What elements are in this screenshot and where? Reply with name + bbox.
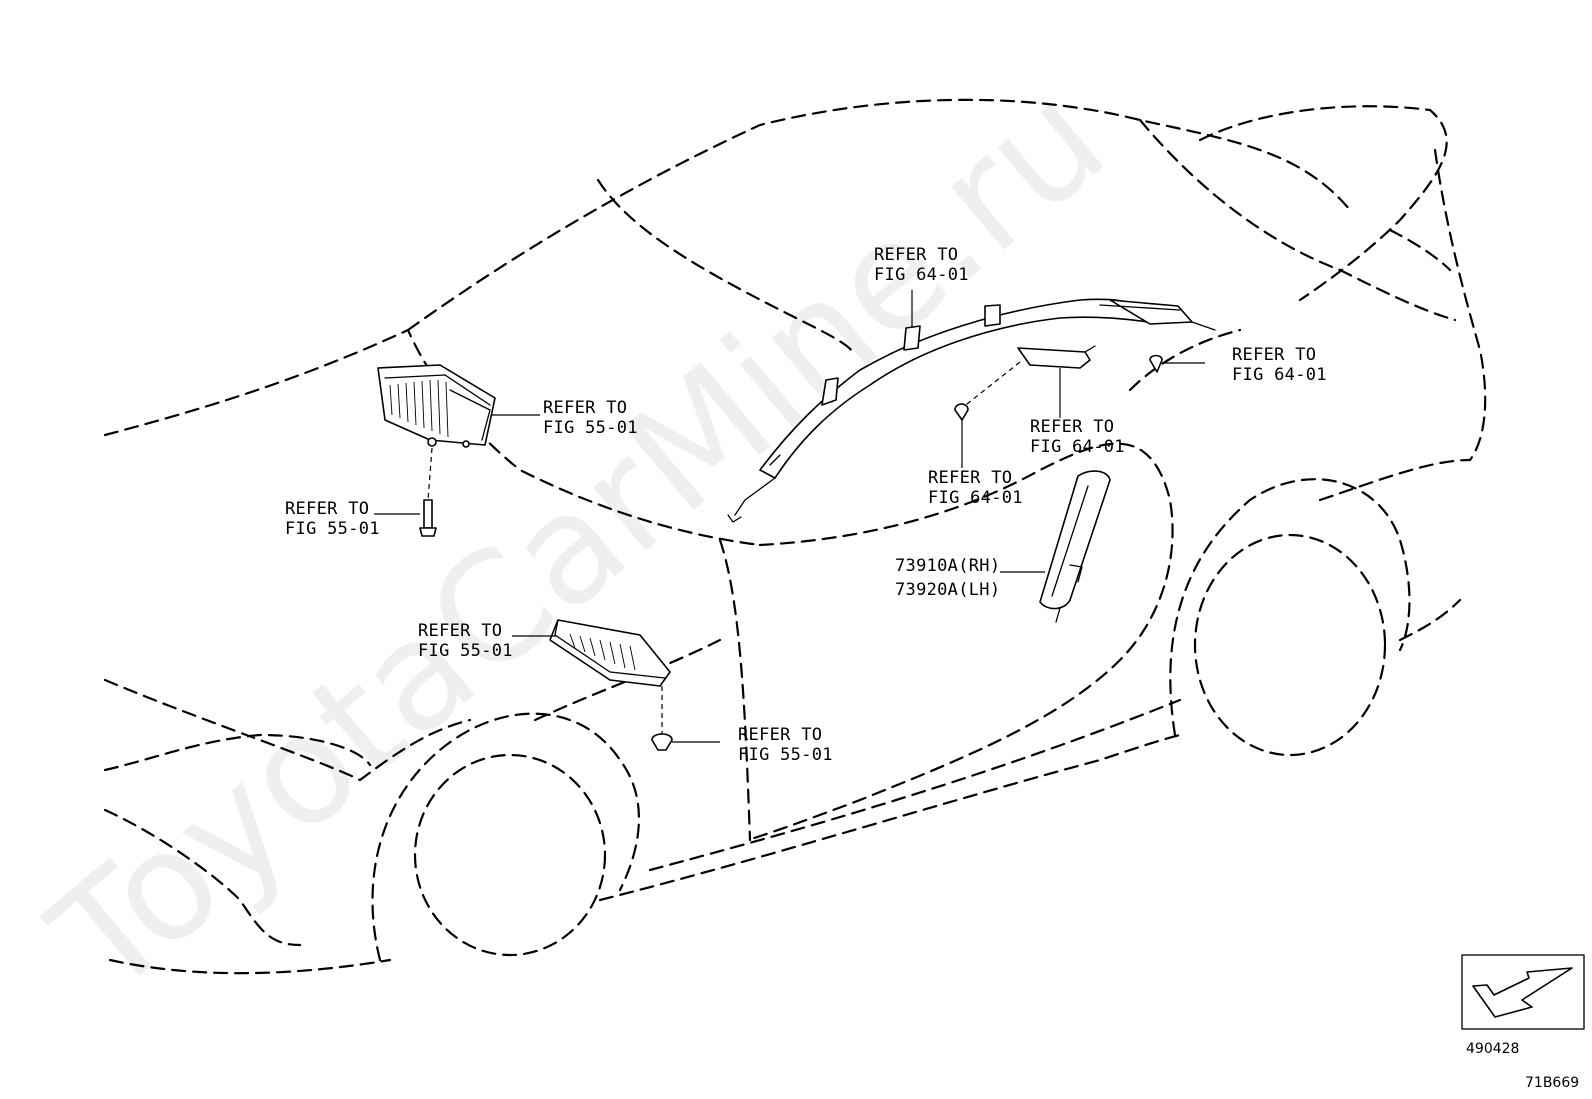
callout-line1: REFER TO	[1030, 417, 1114, 437]
callout-roof-bracket: REFER TO FIG 64-01	[1030, 417, 1125, 457]
callout-line2: FIG 64-01	[1232, 365, 1327, 385]
callout-line1: REFER TO	[928, 468, 1012, 488]
instrument-panel-airbag	[377, 364, 540, 501]
callout-airbag-bolt: REFER TO FIG 55-01	[285, 499, 380, 539]
watermark-text: ToyotaCarMine.ru	[21, 52, 1137, 1028]
car-body-outline	[103, 98, 1487, 975]
callout-line2: FIG 64-01	[874, 265, 969, 285]
part-number-rh: 73910A(RH)	[895, 556, 1000, 576]
callout-line1: REFER TO	[418, 621, 502, 641]
callout-knee-airbag: REFER TO FIG 55-01	[418, 621, 513, 661]
airbag-bolt	[374, 499, 437, 537]
front-arrow-icon	[1472, 967, 1573, 1018]
callout-passenger-airbag: REFER TO FIG 55-01	[543, 398, 638, 438]
knee-airbag-clip	[651, 733, 720, 751]
callout-line1: REFER TO	[874, 245, 958, 265]
callout-line1: REFER TO	[1232, 345, 1316, 365]
callout-line1: REFER TO	[738, 725, 822, 745]
callout-knee-airbag-clip: REFER TO FIG 55-01	[738, 725, 833, 765]
front-direction-indicator: 490428	[1461, 954, 1585, 1057]
callout-bracket-clip: REFER TO FIG 64-01	[928, 468, 1023, 508]
callout-line2: FIG 55-01	[418, 641, 513, 661]
callout-line2: FIG 55-01	[738, 745, 833, 765]
callout-line1: REFER TO	[543, 398, 627, 418]
part-number-lh: 73920A(LH)	[895, 580, 1000, 600]
callout-line1: REFER TO	[285, 499, 369, 519]
callout-line2: FIG 55-01	[285, 519, 380, 539]
callout-line2: FIG 64-01	[1030, 437, 1125, 457]
part-number-label: 73910A(RH) 73920A(LH)	[895, 556, 1000, 600]
callout-rear-clip: REFER TO FIG 64-01	[1232, 345, 1327, 385]
seat-side-airbag	[1000, 470, 1111, 623]
front-indicator-code: 490428	[1466, 1041, 1519, 1057]
knee-airbag	[512, 619, 671, 735]
callout-curtain-airbag: REFER TO FIG 64-01	[874, 245, 969, 285]
callout-line2: FIG 64-01	[928, 488, 1023, 508]
callout-line2: FIG 55-01	[543, 418, 638, 438]
figure-code: 71B669	[1525, 1075, 1579, 1091]
roof-rail-bracket	[954, 345, 1096, 421]
rear-clip	[1149, 354, 1205, 373]
curtain-airbag	[727, 298, 1216, 523]
